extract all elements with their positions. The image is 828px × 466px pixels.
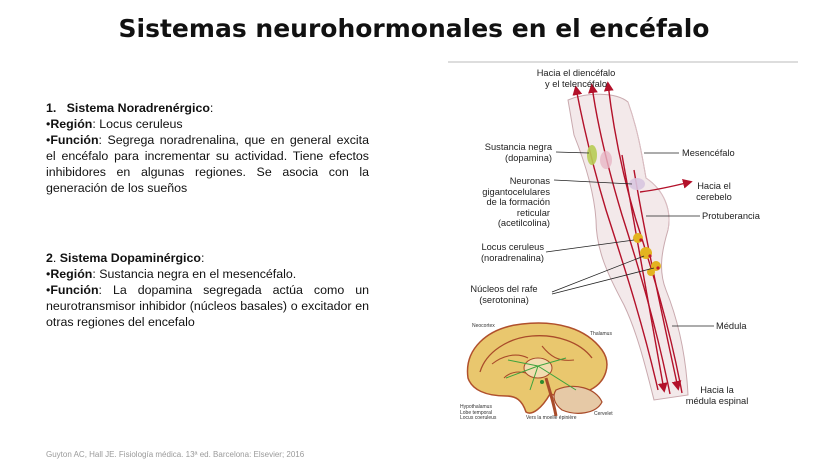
inset-label-hypothalamus: Hypothalamus (460, 404, 492, 410)
inset-label-thalamus: Thalamus (590, 331, 612, 337)
reticular-nucleus (629, 178, 645, 190)
section-heading: 2. Sistema Dopaminérgico: (46, 251, 205, 265)
heading-number: 2 (46, 251, 53, 265)
label-sustancia-negra: Sustancia negra(dopamina) (484, 142, 552, 163)
funcion-label: Función (50, 133, 99, 147)
fiber-cerebelo (639, 178, 693, 193)
funcion-text: : La dopamina segregada actúa como un ne… (46, 283, 369, 329)
brainstem-illustration (448, 61, 798, 418)
section-heading: 1. Sistema Noradrenérgico: (46, 100, 369, 116)
region-label: Región (50, 267, 93, 281)
region-label: Región (50, 117, 93, 131)
funcion-text: : Segrega noradrenalina, que en general … (46, 133, 369, 195)
heading-suffix: : (200, 251, 205, 265)
funcion-line: •Función: Segrega noradrenalina, que en … (46, 133, 369, 195)
inset-pathways (505, 357, 577, 391)
fiber-up-3 (603, 81, 683, 394)
region-line: •Región: Sustancia negra en el mesencéfa… (46, 267, 297, 281)
inset-cerebellum (553, 385, 603, 414)
heading-text: Sistema Noradrenérgico (66, 101, 210, 115)
citation: Guyton AC, Hall JE. Fisiología médica. 1… (46, 450, 305, 459)
fiber-up-2 (588, 83, 671, 395)
section-dopaminergico: 2. Sistema Dopaminérgico: •Región: Susta… (46, 250, 369, 330)
inset-label-lobe: Lobe temporal (460, 410, 492, 416)
fiber-up-1 (572, 85, 659, 391)
slide-title: Sistemas neurohormonales en el encéfalo (118, 14, 710, 43)
heading-text: Sistema Dopaminérgico (59, 251, 201, 265)
funcion-line: •Función: La dopamina segregada actúa co… (46, 283, 369, 329)
inset-label-cervelet: Cervelet (594, 411, 613, 417)
label-locus-ceruleus: Locus ceruleus(noradrenalina) (480, 242, 544, 263)
label-protuberancia: Protuberancia (702, 211, 760, 221)
funcion-label: Función (50, 283, 99, 297)
region-text: : Locus ceruleus (92, 117, 183, 131)
label-medula: Médula (716, 321, 747, 331)
region-line: •Región: Locus ceruleus (46, 117, 183, 131)
label-nucleos-rafe: Núcleos del rafe(serotonina) (470, 284, 538, 305)
heading-suffix: : (209, 101, 214, 115)
label-mesencefalo: Mesencéfalo (682, 148, 735, 158)
section-noradrenergico: 1. Sistema Noradrenérgico: •Región: Locu… (46, 100, 369, 196)
fiber-down-1 (621, 154, 668, 393)
inset-label-moelle: Vers la moelle épinière (526, 415, 577, 421)
heading-number: 1. (46, 101, 57, 115)
sustancia-negra-nucleus (587, 145, 597, 165)
inset-label-neocortex: Neocortex (472, 323, 495, 329)
region-text: : Sustancia negra en el mesencéfalo. (92, 267, 297, 281)
inset-label-locus: Locus coeruleus (460, 415, 497, 421)
